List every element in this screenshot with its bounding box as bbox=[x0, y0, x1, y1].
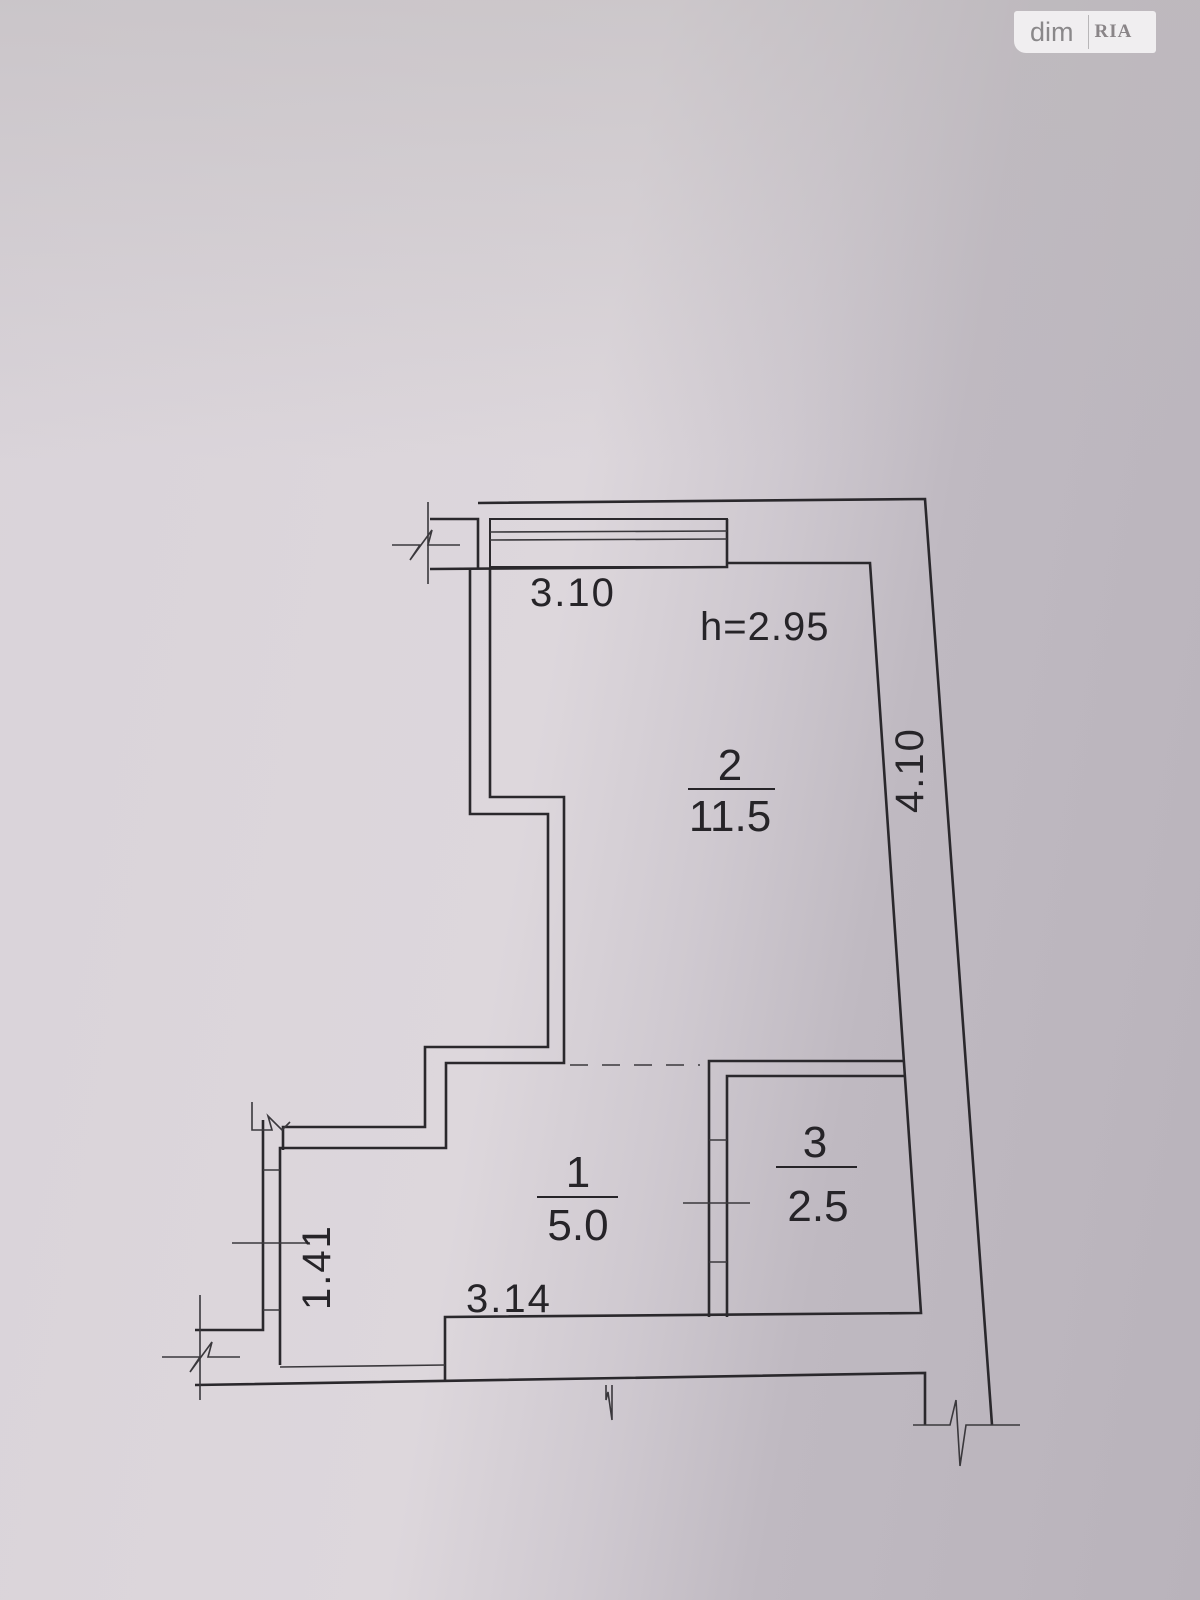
top-wall-outer bbox=[430, 517, 480, 568]
watermark-logo: dim RIA bbox=[1014, 11, 1156, 53]
ceiling-height-label: h=2.95 bbox=[700, 605, 829, 649]
room1-number: 1 bbox=[566, 1148, 590, 1197]
room1-area: 5.0 bbox=[547, 1201, 608, 1250]
dimension-room1-width: 3.14 bbox=[466, 1277, 552, 1321]
watermark-partner: RIA bbox=[1094, 21, 1133, 42]
left-wall-outer bbox=[195, 1120, 265, 1332]
dimension-room2-width: 3.10 bbox=[530, 571, 616, 615]
room2-area: 11.5 bbox=[689, 792, 771, 841]
bathroom-wall-outer bbox=[707, 1059, 903, 1317]
watermark-brand: dim bbox=[1014, 15, 1089, 49]
break-mark bbox=[392, 529, 460, 561]
dimension-room1-depth: 1.41 bbox=[295, 1224, 339, 1310]
dimension-room2-length: 4.10 bbox=[888, 727, 932, 813]
bathroom-wall-inner bbox=[725, 1074, 904, 1317]
break-mark bbox=[162, 1341, 240, 1373]
partition-wall-inner bbox=[278, 569, 566, 1365]
window-pane-line bbox=[489, 538, 728, 541]
break-mark bbox=[605, 1385, 613, 1421]
window-pane-line bbox=[489, 530, 728, 533]
window bbox=[489, 518, 728, 568]
break-mark bbox=[251, 1102, 291, 1132]
partition-wall-outer bbox=[281, 569, 550, 1150]
top-wall-inner bbox=[429, 519, 729, 571]
room1-bottom-wall bbox=[279, 1364, 446, 1368]
room3-number: 3 bbox=[803, 1118, 827, 1167]
inner-wall-right bbox=[443, 561, 923, 1380]
lighting-shade bbox=[0, 0, 1200, 460]
room3-area: 2.5 bbox=[787, 1182, 848, 1231]
outer-wall-right bbox=[477, 497, 994, 1426]
room2-number: 2 bbox=[718, 741, 742, 790]
bottom-wall-outer bbox=[194, 1371, 927, 1425]
break-mark bbox=[913, 1399, 1020, 1467]
